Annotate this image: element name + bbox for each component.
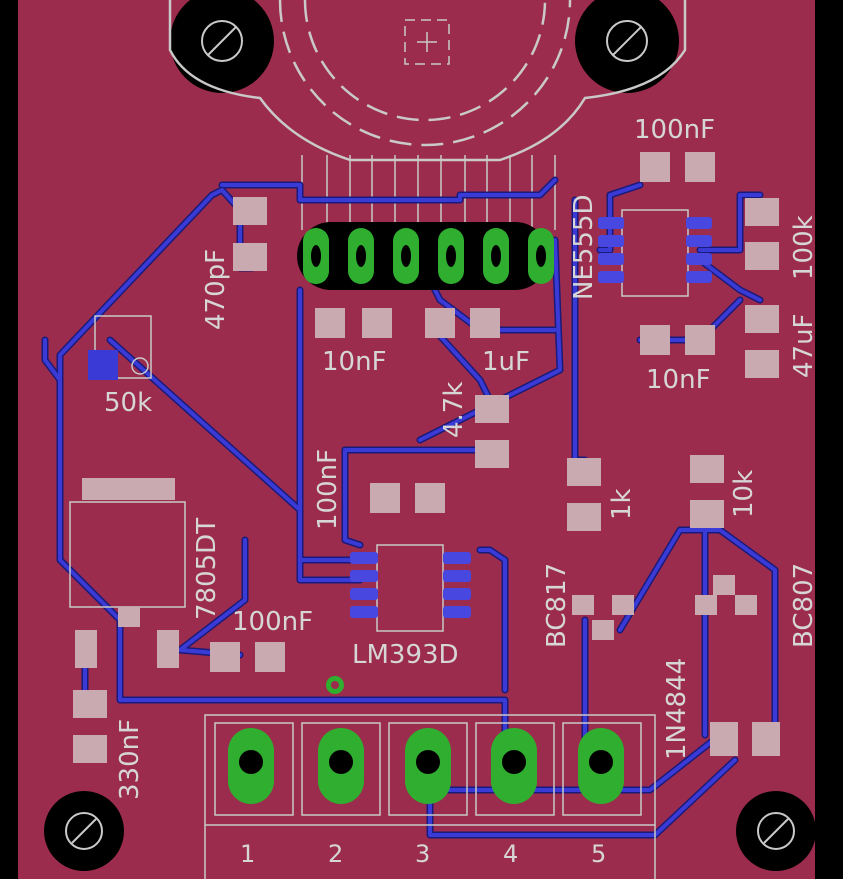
label-q-bc807: BC807 [789, 563, 819, 648]
sensor-header-pads [297, 222, 554, 290]
mounting-hole-bottom-right [736, 791, 816, 871]
label-c-470pf: 470pF [201, 249, 231, 330]
label-c-1uf: 1uF [482, 347, 530, 377]
label-lm393: LM393D [352, 640, 459, 670]
label-c-10nf-left: 10nF [322, 347, 387, 377]
label-ne555: NE555D [569, 194, 599, 300]
potentiometer-50k [88, 315, 152, 380]
label-r-1k: 1k [607, 488, 637, 520]
mounting-hole-bottom-left [44, 791, 124, 871]
connector-pin-5: 5 [591, 840, 606, 868]
label-c-10nf-right: 10nF [646, 365, 711, 395]
via [326, 676, 344, 694]
connector-pin-2: 2 [328, 840, 343, 868]
connector-pin-4: 4 [503, 840, 518, 868]
label-reg-7805: 7805DT [192, 518, 222, 620]
label-d-1n4844: 1N4844 [662, 658, 692, 760]
label-r-100k: 100k [789, 215, 819, 280]
label-r-10k: 10k [729, 470, 759, 518]
lm393-ic [350, 544, 471, 632]
ne555-ic [598, 209, 712, 297]
label-r-4-7k: 4.7k [439, 382, 469, 438]
label-pot-50k: 50k [104, 388, 152, 418]
screw-terminal-block [204, 714, 656, 879]
label-c-100nf-top: 100nF [634, 115, 715, 145]
label-c-100nf-bottom: 100nF [232, 607, 313, 637]
connector-pin-1: 1 [240, 840, 255, 868]
mounting-hole-top-right [575, 0, 679, 93]
smd-pads [73, 152, 780, 763]
mounting-hole-top-left [170, 0, 274, 93]
label-q-bc817: BC817 [542, 563, 572, 648]
connector-pin-3: 3 [415, 840, 430, 868]
label-c-100nf-mid: 100nF [313, 449, 343, 530]
label-c-47uf: 47uF [789, 313, 819, 378]
label-c-330nf: 330nF [115, 719, 145, 800]
regulator-7805 [69, 478, 186, 668]
